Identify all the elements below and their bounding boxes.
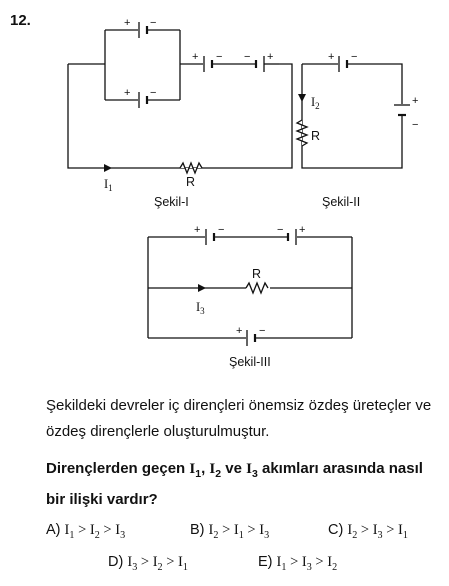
battery-3-top-right [286, 229, 297, 245]
plus-sign: + [412, 95, 418, 107]
minus-sign: − [244, 51, 250, 63]
plus-sign: + [299, 224, 305, 236]
resistor-1 [179, 161, 203, 175]
battery-3-top-left [205, 229, 216, 245]
resistor-3 [245, 281, 269, 295]
label-i1: I1 [104, 177, 113, 193]
minus-sign: − [218, 224, 224, 236]
minus-sign: − [412, 119, 418, 131]
question-number: 12. [10, 12, 31, 29]
plus-sign: + [124, 87, 130, 99]
battery-2-right [394, 104, 410, 117]
circuit-2-wire [301, 63, 403, 169]
caption-fig1: Şekil-I [154, 195, 189, 209]
question-prompt: Dirençlerden geçen I1, I2 ve I3 akımları… [46, 460, 423, 508]
minus-sign: − [259, 325, 265, 337]
battery-3-bottom [246, 330, 257, 346]
label-r1: R [186, 175, 195, 189]
plus-sign: + [328, 51, 334, 63]
option-letter: B) [190, 522, 205, 538]
option-text: I3 > I2 > I1 [127, 554, 188, 573]
battery-series-1 [203, 56, 214, 72]
circuit-3 [147, 229, 353, 346]
parallel-block-sides [104, 30, 181, 100]
minus-sign: − [216, 51, 222, 63]
label-r2: R [311, 129, 320, 143]
circuit-1 [67, 22, 293, 175]
option-text: I1 > I3 > I2 [276, 554, 338, 573]
resistor-2 [295, 119, 309, 147]
option-d[interactable]: D) I3 > I2 > I1 [108, 554, 188, 573]
option-letter: E) [258, 554, 273, 570]
option-text: I2 > I3 > I1 [347, 522, 408, 541]
current-arrow-i1 [104, 164, 112, 172]
plus-sign: + [194, 224, 200, 236]
option-a[interactable]: A) I1 > I2 > I3 [46, 522, 125, 541]
plus-sign: + [267, 51, 273, 63]
current-arrow-i2 [298, 94, 306, 102]
label-r3: R [252, 267, 261, 281]
circuit-2 [295, 56, 410, 169]
caption-fig3: Şekil-III [229, 355, 271, 369]
option-text: I2 > I1 > I3 [208, 522, 270, 541]
minus-sign: − [277, 224, 283, 236]
option-letter: C) [328, 522, 344, 538]
current-arrow-i3 [198, 284, 206, 292]
circuit-1-wire [67, 63, 293, 169]
plus-sign: + [236, 325, 242, 337]
option-e[interactable]: E) I1 > I3 > I2 [258, 554, 337, 573]
plus-sign: + [192, 51, 198, 63]
battery-2-top [338, 56, 349, 72]
battery-parallel-bottom [138, 92, 149, 108]
label-i2: I2 [311, 95, 320, 111]
minus-sign: − [150, 17, 156, 29]
option-b[interactable]: B) I2 > I1 > I3 [190, 522, 269, 541]
battery-parallel-top [138, 22, 149, 38]
plus-sign: + [124, 17, 130, 29]
battery-series-2 [254, 56, 279, 72]
circuit-figure: + − + − + − − + + − + − + − − + + − I1 R… [67, 17, 418, 369]
option-letter: D) [108, 554, 124, 570]
option-letter: A) [46, 522, 61, 538]
minus-sign: − [351, 51, 357, 63]
label-i3: I3 [196, 300, 205, 316]
caption-fig2: Şekil-II [322, 195, 360, 209]
minus-sign: − [150, 87, 156, 99]
question-paragraph: Şekildeki devreler iç dirençleri önemsiz… [46, 397, 432, 440]
option-text: I1 > I2 > I3 [64, 522, 126, 541]
option-c[interactable]: C) I2 > I3 > I1 [328, 522, 408, 541]
